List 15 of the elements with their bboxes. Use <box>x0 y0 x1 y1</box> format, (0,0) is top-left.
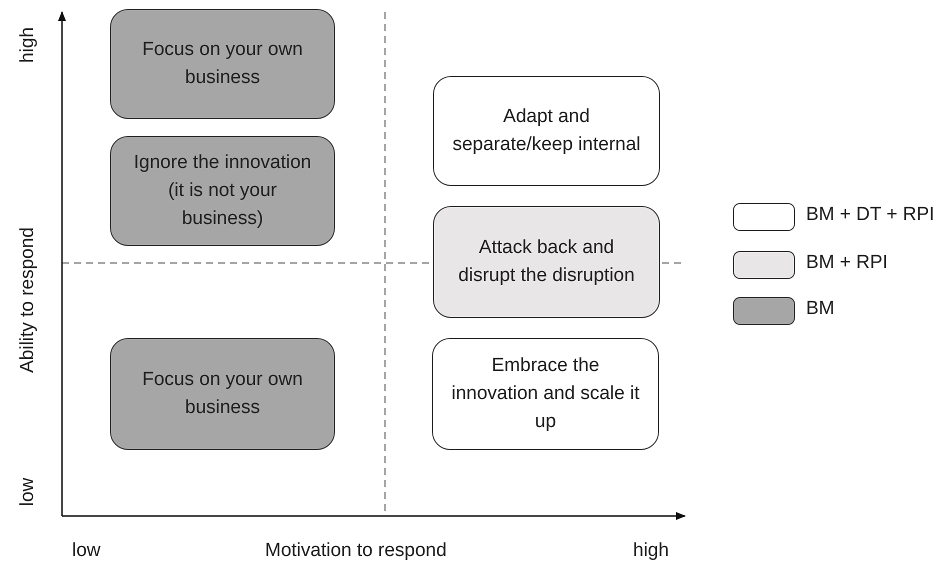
strategy-box: Ignore the innovation (it is not your business) <box>110 136 335 246</box>
axis-tick-label: high <box>633 540 669 562</box>
strategy-box: Adapt and separate/keep internal <box>433 76 660 186</box>
strategy-box: Focus on your own business <box>110 9 335 119</box>
axis-tick-label: low <box>17 478 39 506</box>
strategy-box: Embrace the innovation and scale it up <box>432 338 659 450</box>
axis-title: Ability to respond <box>17 227 39 373</box>
strategy-box: Focus on your own business <box>110 338 335 450</box>
strategy-box: Attack back and disrupt the disruption <box>433 206 660 318</box>
legend-label: BM + DT + RPI <box>806 204 934 226</box>
legend-label: BM + RPI <box>806 252 888 274</box>
axis-tick-label: high <box>17 27 39 63</box>
axis-tick-label: low <box>72 540 101 562</box>
legend-label: BM <box>806 298 834 320</box>
axis-title: Motivation to respond <box>265 540 447 562</box>
